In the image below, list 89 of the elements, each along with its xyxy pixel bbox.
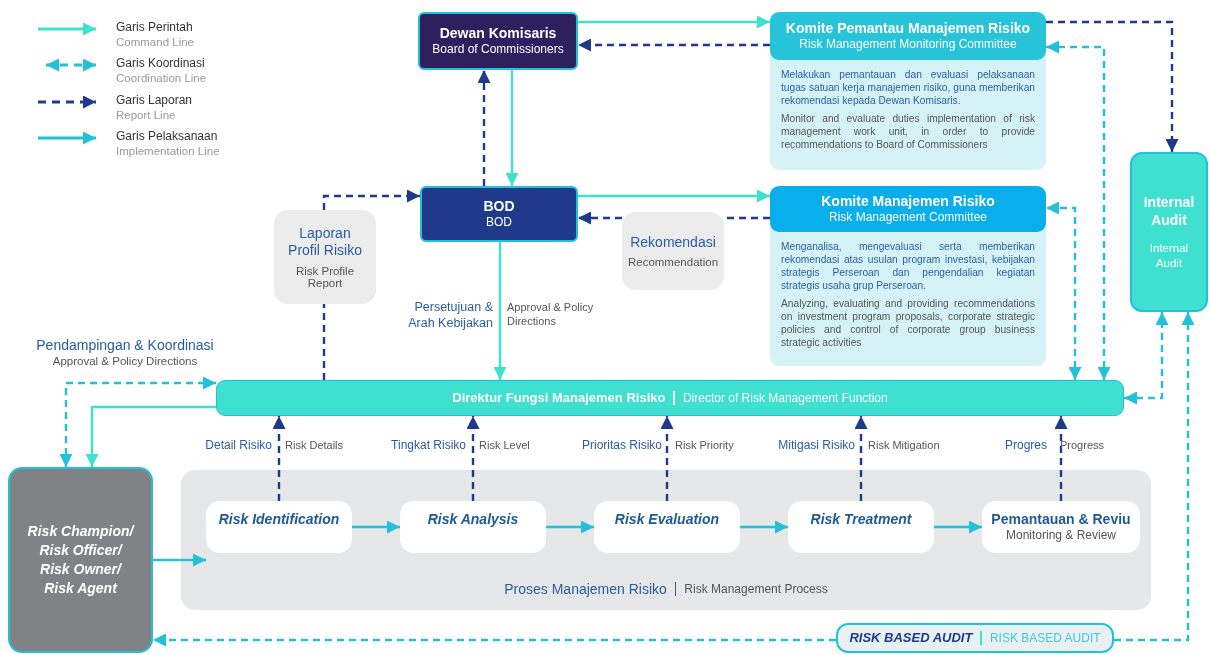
dashed-arrow [466, 416, 480, 501]
process-step [788, 501, 934, 553]
process-panel [181, 470, 1151, 610]
description-text: Melakukan pemantauan dan evaluasi pelaksanaan tugas satuan kerja manajemen risiko, guna memberikan rekomendasi kepada Dewan Komisaris. [781, 68, 1035, 108]
committee-card [770, 186, 1046, 366]
dashed-arrow [477, 70, 491, 186]
arrow [153, 553, 206, 567]
node-subtitle: Internal Audit [1148, 241, 1190, 270]
annotation-text: Progress [1060, 439, 1106, 453]
annotation-text: Risk Level [479, 439, 531, 453]
legend-sublabel: Command Line [116, 35, 194, 50]
node-subtitle: BOD [486, 215, 512, 231]
node-subtitle: Risk Management Committee [828, 210, 988, 226]
annotation-text: Risk Details [285, 439, 345, 453]
legend-label: Garis Koordinasi [116, 56, 206, 72]
node-title: Risk Evaluation [614, 511, 720, 529]
committee-card [770, 12, 1046, 170]
node-title: Komite Pemantau Manajemen Risiko [785, 19, 1031, 38]
dashed-arrow [59, 376, 216, 467]
org-box [418, 12, 578, 70]
annotation-text: Risk Priority [675, 439, 735, 453]
role-box [8, 467, 153, 653]
arrow [352, 520, 400, 534]
legend-sublabel: Report Line [116, 107, 177, 123]
node-subtitle: Board of Commissioners [432, 42, 564, 58]
director-bar [216, 380, 1124, 416]
audit-box [836, 623, 1114, 653]
annotation-text: Approval & Policy Directions [507, 301, 595, 329]
arrow [934, 520, 982, 534]
legend-label: Garis Perintah [116, 20, 194, 35]
annotation-text: Risk Mitigation [868, 439, 941, 453]
arrow [578, 15, 770, 29]
arrow [85, 405, 216, 467]
process-step [982, 501, 1140, 553]
dashed-arrow [272, 416, 286, 501]
container-subtitle: Risk Management Process [684, 581, 828, 597]
node-title: Rekomendasi [630, 233, 716, 251]
dashed-arrow [1114, 312, 1195, 642]
container-title: Proses Manajemen Risiko [504, 580, 667, 598]
node-title: RISK BASED AUDIT [849, 629, 973, 647]
document-card [622, 212, 724, 290]
description-text: Analyzing, evaluating and providing recommendations on investment program proposals, corporate strategic policies and control of corporate group business strategic activities [781, 297, 1035, 350]
dashed-arrow [854, 416, 868, 501]
description-text: Monitor and evaluate duties implementation of risk management work unit, in order to provide recommendations to Board of Commissioners [781, 112, 1035, 152]
node-title: Pemantauan & Reviu [991, 510, 1131, 529]
node-subtitle: Risk Management Monitoring Committee [799, 37, 1017, 53]
process-step [594, 501, 740, 553]
node-subtitle: Monitoring & Review [1005, 528, 1116, 544]
node-title: Risk Identification [218, 511, 340, 529]
arrow [505, 70, 519, 186]
process-step [400, 501, 546, 553]
process-step [206, 501, 352, 553]
node-title: Direktur Fungsi Manajemen Risiko [452, 389, 666, 407]
legend-sublabel: Coordination Line [116, 71, 207, 86]
dashed-arrow [660, 416, 674, 501]
node-title: Risk Champion/ Risk Officer/ Risk Owner/ Risk Agent [26, 522, 136, 598]
node-title: Laporan Profil Risiko [287, 225, 363, 259]
node-title: BOD [483, 197, 515, 216]
arrow [546, 520, 594, 534]
node-title: Dewan Komisaris [439, 24, 557, 43]
dashed-arrow [1046, 20, 1179, 152]
legend-label: Garis Laporan [116, 92, 193, 108]
dashed-arrow [153, 633, 836, 647]
dashed-arrow [578, 211, 622, 225]
arrow [578, 189, 770, 203]
dashed-arrow [1124, 312, 1169, 405]
dashed-arrow [1054, 416, 1068, 501]
node-title: Komite Manajemen Risiko [821, 192, 995, 211]
dashed-arrow [322, 189, 420, 210]
dashed-arrow [578, 38, 770, 52]
description-text: Menganalisa, mengevaluasi serta memberikan rekomendasi atas usulan program investasi, kebijakan strategis Perseroan dan pengendalian kegiatan strategis usaha grup Perseroan. [781, 240, 1035, 293]
arrow [740, 520, 788, 534]
dashed-arrow [1046, 40, 1111, 380]
node-subtitle: Director of Risk Management Function [682, 390, 888, 406]
document-card [274, 210, 376, 304]
legend-sublabel: Implementation Line [116, 144, 220, 159]
arrow [493, 242, 507, 380]
dashed-arrow [1046, 201, 1082, 380]
annotation-title: Pendampingan & Koordinasi [35, 337, 215, 355]
annotation-text: Approval & Policy Directions [51, 354, 199, 369]
org-box [420, 186, 578, 242]
node-subtitle: Recommendation [627, 256, 719, 269]
legend-label: Garis Pelaksanaan [116, 129, 219, 145]
node-title: Internal Audit [1143, 194, 1195, 230]
node-subtitle: Risk Profile Report [294, 264, 356, 289]
node-title: Risk Treatment [810, 511, 912, 529]
node-subtitle: RISK BASED AUDIT [989, 630, 1101, 646]
node-title: Risk Analysis [427, 511, 519, 529]
audit-box [1130, 152, 1208, 312]
